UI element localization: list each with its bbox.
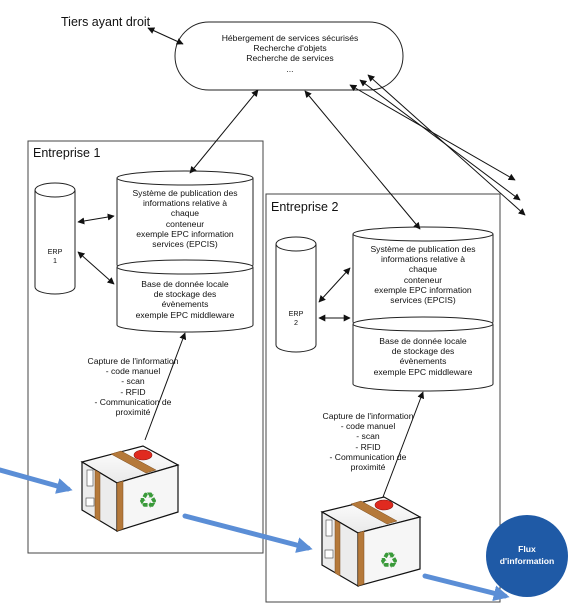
erp-1-line: 1 [53,255,57,265]
flux-line: d'information [499,556,555,566]
cloud-line: Recherche d'objets [253,43,327,54]
capture-2-line: - scan [356,431,380,442]
capture-2-line: - RFID [355,441,381,452]
flow-arrow-in [0,467,73,494]
db-2-text: Base de donnée locale de stockage des év… [353,336,493,377]
erp-1-label: ERP 1 [35,247,75,265]
epcis-2-line: Système de publication des [370,244,476,254]
db-1-line: évènements [161,299,209,310]
db-2-line: évènements [399,356,447,367]
arrow-cloud-out-2 [359,79,521,201]
capture-1-line: - RFID [120,386,146,397]
flux-line: Flux [518,544,536,554]
flow-arrow-out [422,573,510,602]
db-1-cylinder [116,259,254,333]
erp-2-cylinder [275,236,317,353]
arrow-cloud-epcis-1 [189,89,259,174]
epcis-2-line: exemple EPC information [374,284,472,295]
tiers-label: Tiers ayant droit [61,15,151,29]
db-1-line: Base de donnée locale [141,279,229,289]
db-2-line: Base de donnée locale [379,336,467,346]
arrow-erp2-epcis2 [318,267,351,303]
db-1-line: exemple EPC middleware [135,309,235,320]
arrow-erp1-db1 [77,251,115,285]
rfid-tag-2 [374,499,394,511]
capture-2-line: - code manuel [340,421,396,432]
information-flow-arrows [0,467,510,602]
erp-1-line: ERP [47,247,63,256]
arrow-capture2-db2 [382,391,425,498]
cloud-services-text: Hébergement de services sécurisés Recher… [195,33,385,74]
capture-1-line: - code manuel [105,366,161,377]
db-1-text: Base de donnée locale de stockage des év… [117,279,253,320]
epcis-2-line: informations relative à [380,254,466,265]
epcis-1-line: informations relative à [142,198,228,209]
db-2-line: de stockage des [391,346,455,357]
rfid-tag-1 [133,449,153,461]
recycle-icon-1: ♻ [138,489,158,514]
erp-1-cylinder [34,182,76,295]
arrow-capture1-db1 [144,332,187,441]
capture-2-line: proximité [350,462,386,473]
db-1-line: de stockage des [153,289,217,300]
epcis-1-line: services (EPCIS) [152,239,218,250]
package-1: ♻ [80,445,180,533]
arrow-cloud-out-3 [367,74,526,216]
erp-2-label: ERP 2 [276,309,316,327]
enterprise-1-frame [27,140,264,554]
cloud-line: ... [286,63,294,74]
erp-2-line: 2 [294,317,298,327]
flux-information-text: Flux d'information [487,543,567,567]
capture-2-text: Capture de l'information - code manuel -… [303,411,433,472]
flux-information-circle [486,515,568,597]
epcis-1-line: chaque [170,208,200,219]
capture-1-line: - Communication de [94,396,172,407]
cloud-line: Recherche de services [246,53,334,64]
cloud-line: Hébergement de services sécurisés [221,33,359,43]
erp-2-line: ERP [288,309,304,318]
db-2-line: exemple EPC middleware [373,366,473,377]
epcis-2-line: services (EPCIS) [390,295,456,306]
epcis-2-line: conteneur [403,274,443,285]
recycle-icon-2: ♻ [379,549,399,574]
epcis-1-text: Système de publication des informations … [117,188,253,249]
cloud-services-shape [174,21,404,91]
package-2: ♻ [320,496,422,588]
flow-arrow-between [182,513,313,553]
capture-1-text: Capture de l'information - code manuel -… [68,356,198,417]
epcis-1-line: Système de publication des [132,188,238,198]
capture-1-line: proximité [115,407,151,418]
arrow-erp1-epcis1 [77,213,115,225]
enterprise-2-title: Entreprise 2 [271,200,339,214]
enterprise-1-title: Entreprise 1 [33,146,101,160]
db-2-cylinder [352,316,494,392]
capture-2-line: - Communication de [329,451,407,462]
epcis-2-text: Système de publication des informations … [353,244,493,305]
capture-1-line: Capture de l'information [87,356,179,366]
epcis-1-line: conteneur [165,218,205,229]
capture-1-line: - scan [121,376,145,387]
epcis-1-line: exemple EPC information [136,228,234,239]
arrow-tiers-cloud [147,27,184,45]
connector-arrows [77,27,526,498]
capture-2-line: Capture de l'information [322,411,414,421]
epcis-2-line: chaque [408,264,438,275]
